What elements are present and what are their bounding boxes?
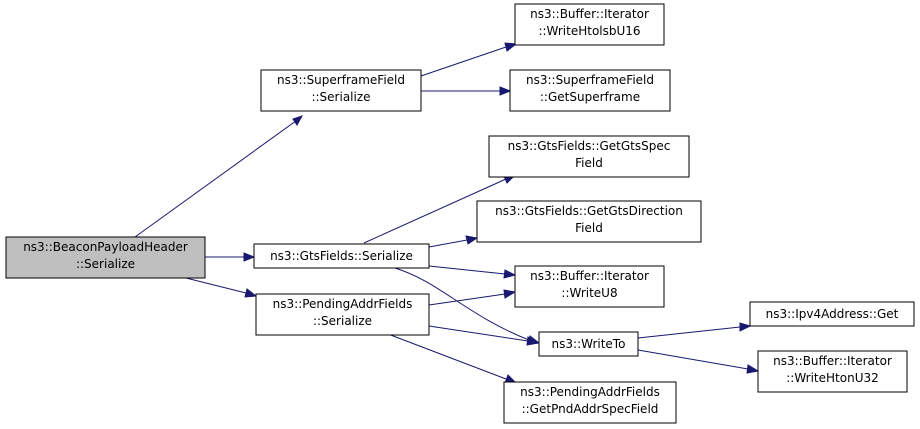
node-label-line: ::Serialize bbox=[313, 314, 372, 328]
edge-write-to-to-write-hton-u32 bbox=[637, 349, 760, 374]
edge-superframe-serialize-to-get-superframe bbox=[421, 86, 512, 96]
node-label-line: ns3::Buffer::Iterator bbox=[530, 7, 649, 21]
edge-pending-serialize-to-write-to bbox=[428, 325, 540, 346]
edge-pending-serialize-to-get-pnd-addr-spec bbox=[387, 333, 518, 384]
node-label-line: ns3::PendingAddrFields bbox=[273, 297, 413, 311]
node-label-line: ns3::GtsFields::Serialize bbox=[270, 249, 413, 263]
edge-gts-serialize-to-write-u8 bbox=[428, 265, 517, 279]
node-label-line: ::WriteHtonU32 bbox=[786, 371, 879, 385]
node-pending-addr-fields-serialize[interactable]: ns3::PendingAddrFields ::Serialize bbox=[255, 293, 430, 336]
node-gts-fields-get-gts-direction-field[interactable]: ns3::GtsFields::GetGtsDirection Field bbox=[476, 200, 702, 243]
node-write-to[interactable]: ns3::WriteTo bbox=[538, 331, 639, 357]
node-gts-fields-serialize[interactable]: ns3::GtsFields::Serialize bbox=[253, 243, 430, 269]
node-label-line: ns3::Buffer::Iterator bbox=[530, 269, 649, 283]
edge-pending-serialize-to-write-u8 bbox=[428, 289, 517, 306]
node-buffer-iterator-write-hton-u32[interactable]: ns3::Buffer::Iterator ::WriteHtonU32 bbox=[757, 350, 908, 393]
node-label-line: ns3::GtsFields::GetGtsDirection bbox=[495, 204, 683, 218]
edge-gts-serialize-to-get-gts-direction bbox=[428, 235, 479, 248]
node-label-line: ns3::GtsFields::GetGtsSpec bbox=[508, 139, 671, 153]
node-label-line: ::WriteU8 bbox=[561, 286, 617, 300]
node-label-line: ::Serialize bbox=[311, 90, 370, 104]
edge-root-to-gts-serialize bbox=[205, 252, 256, 262]
node-buffer-iterator-write-htolsb-u16[interactable]: ns3::Buffer::Iterator ::WriteHtolsbU16 bbox=[514, 3, 665, 46]
node-label-line: ::WriteHtolsbU16 bbox=[538, 24, 640, 38]
node-label-line: ::Serialize bbox=[76, 257, 135, 271]
node-label-line: ns3::SuperframeField bbox=[526, 73, 654, 87]
node-label-line: Field bbox=[575, 156, 603, 170]
node-label-line: ns3::Buffer::Iterator bbox=[773, 354, 892, 368]
edge-write-to-to-ipv4-get bbox=[637, 322, 752, 339]
node-superframe-field-get-superframe[interactable]: ns3::SuperframeField ::GetSuperframe bbox=[509, 69, 671, 112]
node-beacon-payload-header-serialize[interactable]: ns3::BeaconPayloadHeader ::Serialize bbox=[5, 236, 206, 279]
node-label-line: ns3::PendingAddrFields bbox=[520, 385, 660, 399]
node-label-line: Field bbox=[575, 221, 603, 235]
node-label-line: ns3::WriteTo bbox=[552, 337, 626, 351]
node-ipv4-address-get[interactable]: ns3::Ipv4Address::Get bbox=[749, 301, 915, 327]
node-pending-addr-fields-get-pnd-addr-spec-field[interactable]: ns3::PendingAddrFields ::GetPndAddrSpecF… bbox=[503, 381, 677, 424]
node-label-line: ::GetPndAddrSpecField bbox=[522, 402, 659, 416]
node-superframe-field-serialize[interactable]: ns3::SuperframeField ::Serialize bbox=[260, 69, 422, 112]
node-label-line: ::GetSuperframe bbox=[540, 90, 640, 104]
node-label-line: ns3::BeaconPayloadHeader bbox=[23, 240, 188, 254]
node-buffer-iterator-write-u8[interactable]: ns3::Buffer::Iterator ::WriteU8 bbox=[514, 265, 665, 308]
edge-root-to-pending-serialize bbox=[185, 277, 258, 298]
node-gts-fields-get-gts-spec-field[interactable]: ns3::GtsFields::GetGtsSpec Field bbox=[488, 135, 690, 178]
edge-superframe-serialize-to-write-htolsb-u16 bbox=[420, 42, 518, 77]
edge-root-to-superframe-serialize bbox=[134, 115, 304, 238]
node-label-line: ns3::Ipv4Address::Get bbox=[766, 307, 899, 321]
node-label-line: ns3::SuperframeField bbox=[277, 73, 405, 87]
